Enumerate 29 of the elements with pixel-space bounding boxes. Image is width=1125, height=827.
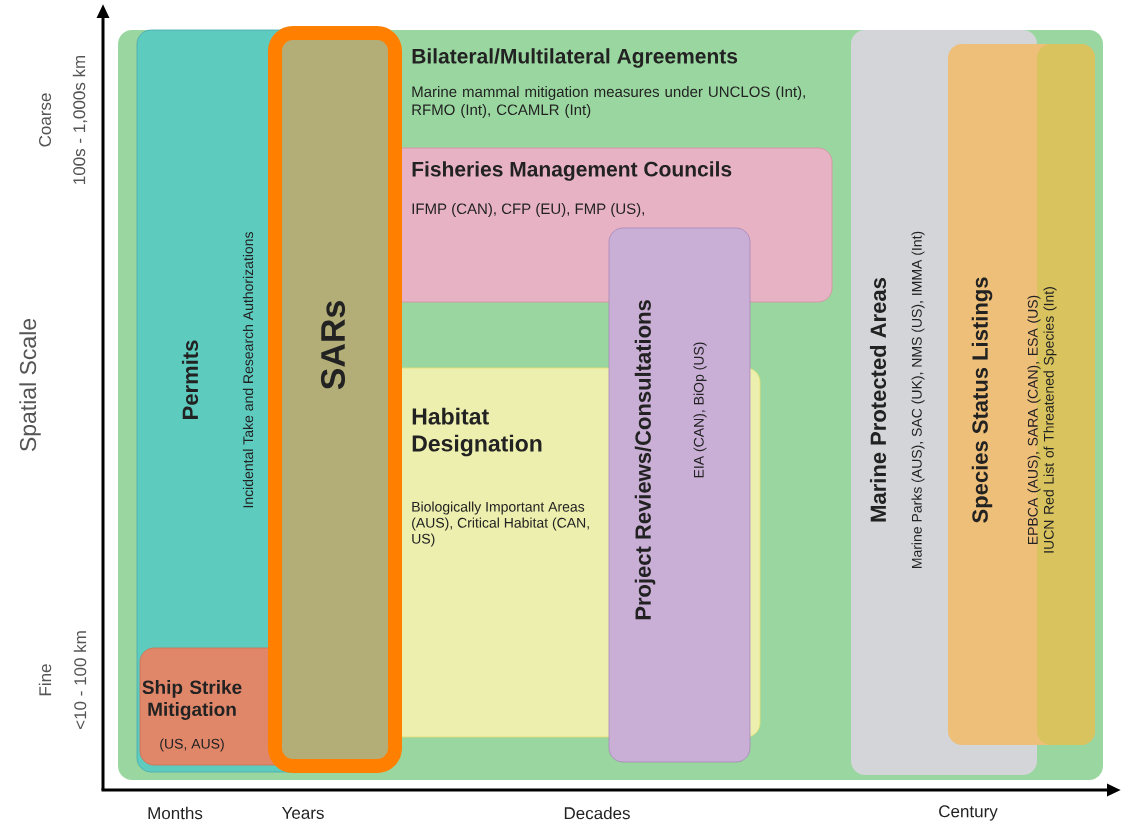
- axis-label: 100s - 1,000s km: [72, 55, 88, 184]
- box-heading: Marine Protected Areas: [869, 278, 887, 522]
- axis-title: Spatial Scale: [19, 318, 41, 452]
- axis-label: Months: [148, 806, 203, 820]
- project-review-box: [608, 227, 751, 763]
- box-heading: Species Status Listings: [971, 277, 993, 523]
- box-text: EIA (CAN), BiOp (US): [693, 342, 707, 478]
- axis-label: <10 - 100 km: [73, 631, 87, 729]
- axis-label: Years: [281, 807, 324, 819]
- box-heading: Bilateral/Multilateral Agreements: [412, 48, 738, 68]
- box-text: Marine Parks (AUS), SAC (UK), NMS (US), IMMA (Int): [911, 231, 925, 569]
- box-text: EPBCA (AUS), SARA (CAN), ESA (US) IUCN Red List of Threatened Species (Int): [1027, 287, 1057, 553]
- axis-label: Century: [939, 805, 998, 821]
- box-text: IFMP (CAN), CFP (EU), FMP (US),: [412, 203, 644, 217]
- box-text: (US, AUS): [160, 738, 224, 752]
- box-text: Marine mammal mitigation measures under UNCLOS (Int), RFMO (Int), CCAMLR (Int): [412, 86, 805, 118]
- box-heading: Fisheries Management Councils: [412, 161, 732, 181]
- axis-label: Decades: [564, 806, 630, 820]
- box-text: Biologically Important Areas (AUS), Critical Habitat (CAN, US): [412, 501, 589, 547]
- box-heading: SARs: [320, 301, 346, 390]
- axis-label: Coarse: [39, 93, 52, 147]
- highlight-overlay: [268, 26, 402, 773]
- box-text: Incidental Take and Research Authorizations: [242, 232, 254, 508]
- box-heading: Ship Strike Mitigation: [142, 680, 242, 720]
- axis-label: Fine: [38, 664, 52, 696]
- box-heading: Project Reviews/Consultations: [634, 300, 656, 620]
- status-listing-box: [948, 44, 1095, 745]
- box-heading: Habitat Designation: [412, 407, 542, 457]
- box-heading: Permits: [181, 340, 199, 419]
